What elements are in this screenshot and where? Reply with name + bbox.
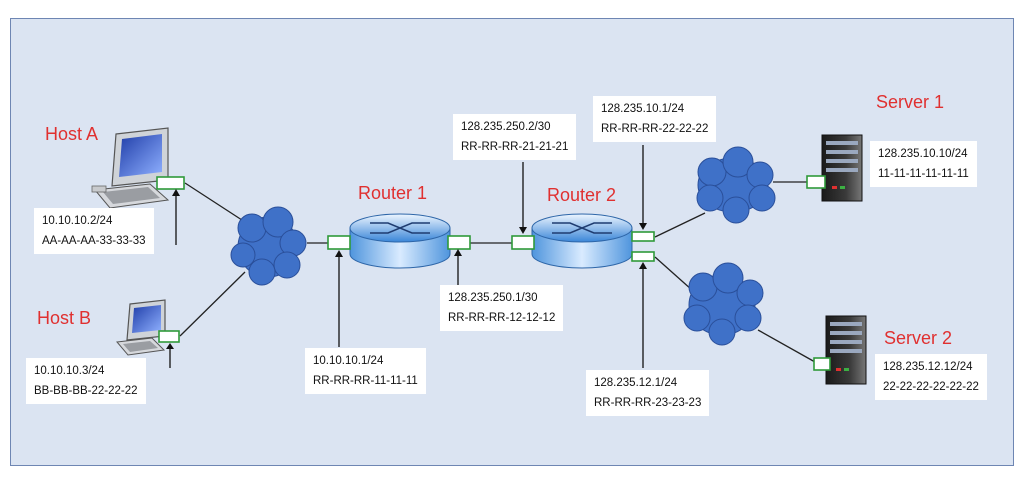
- links: [179, 181, 816, 363]
- interface-host-a: [156, 176, 185, 190]
- server-icon-1: [821, 134, 863, 202]
- server-2-mac: 22-22-22-22-22-22: [883, 381, 979, 393]
- interface-server-2: [813, 357, 831, 371]
- cloud-icon-lan-a: [230, 206, 307, 286]
- link-router-2-cloud-1: [654, 212, 706, 238]
- router-1-left-address-label: 10.10.10.1/24 RR-RR-RR-11-11-11: [305, 348, 426, 394]
- router-2-upper-address-label: 128.235.10.1/24 RR-RR-RR-22-22-22: [593, 96, 717, 142]
- pointer-arrows: [166, 145, 647, 368]
- interface-router-1-left: [327, 235, 351, 250]
- server-1-address-label: 128.235.10.10/24 11-11-11-11-11-11: [870, 141, 977, 187]
- router-2-left-mac: RR-RR-RR-21-21-21: [461, 141, 569, 153]
- host-b-mac: BB-BB-BB-22-22-22: [34, 385, 138, 397]
- link-cloud-2-server-2: [757, 329, 816, 363]
- router-icon-1: [349, 213, 451, 269]
- link-host-a-cloud: [184, 182, 246, 223]
- server-1-title: Server 1: [876, 92, 945, 112]
- interface-router-2-lower: [631, 251, 655, 262]
- interface-server-1: [806, 175, 826, 189]
- router-1-left-ip: 10.10.10.1/24: [313, 355, 384, 367]
- server-1-mac: 11-11-11-11-11-11: [878, 168, 969, 180]
- router-2-title: Router 2: [547, 185, 617, 205]
- router-2-lower-address-label: 128.235.12.1/24 RR-RR-RR-23-23-23: [586, 370, 710, 416]
- router-1-title: Router 1: [358, 183, 428, 203]
- host-a-mac: AA-AA-AA-33-33-33: [42, 235, 146, 247]
- cloud-icon-lan-server-2: [683, 262, 764, 346]
- link-router-2-cloud-2: [654, 256, 693, 291]
- host-b-ip: 10.10.10.3/24: [34, 365, 105, 377]
- router-2-lower-mac: RR-RR-RR-23-23-23: [594, 397, 702, 409]
- server-icon-2: [825, 315, 867, 385]
- router-2-left-ip: 128.235.250.2/30: [461, 121, 551, 133]
- computer-icon-host-b: [116, 299, 166, 356]
- router-2-upper-ip: 128.235.10.1/24: [601, 103, 685, 115]
- interface-router-2-left: [511, 235, 535, 250]
- host-b-title: Host B: [37, 308, 92, 328]
- router-1-right-mac: RR-RR-RR-12-12-12: [448, 312, 556, 324]
- router-2-upper-mac: RR-RR-RR-22-22-22: [601, 123, 709, 135]
- server-1-ip: 128.235.10.10/24: [878, 148, 968, 160]
- router-2-left-address-label: 128.235.250.2/30 RR-RR-RR-21-21-21: [453, 114, 577, 160]
- link-host-b-cloud: [179, 271, 246, 337]
- interface-router-2-upper: [631, 231, 655, 242]
- host-a-title: Host A: [45, 124, 99, 144]
- server-2-title: Server 2: [884, 328, 953, 348]
- server-2-ip: 128.235.12.12/24: [883, 361, 973, 373]
- interface-host-b: [158, 330, 180, 343]
- computer-icon-host-a: [91, 127, 170, 209]
- router-icon-2: [531, 213, 633, 269]
- host-a-address-label: 10.10.10.2/24 AA-AA-AA-33-33-33: [34, 208, 154, 254]
- router-1-right-address-label: 128.235.250.1/30 RR-RR-RR-12-12-12: [440, 285, 564, 331]
- host-a-ip: 10.10.10.2/24: [42, 215, 113, 227]
- router-1-left-mac: RR-RR-RR-11-11-11: [313, 375, 418, 387]
- server-2-address-label: 128.235.12.12/24 22-22-22-22-22-22: [875, 354, 987, 400]
- host-b-address-label: 10.10.10.3/24 BB-BB-BB-22-22-22: [26, 358, 146, 404]
- cloud-icon-lan-server-1: [696, 146, 776, 224]
- interface-router-1-right: [447, 235, 471, 250]
- router-2-lower-ip: 128.235.12.1/24: [594, 377, 678, 389]
- router-1-right-ip: 128.235.250.1/30: [448, 292, 538, 304]
- interfaces: [156, 175, 831, 371]
